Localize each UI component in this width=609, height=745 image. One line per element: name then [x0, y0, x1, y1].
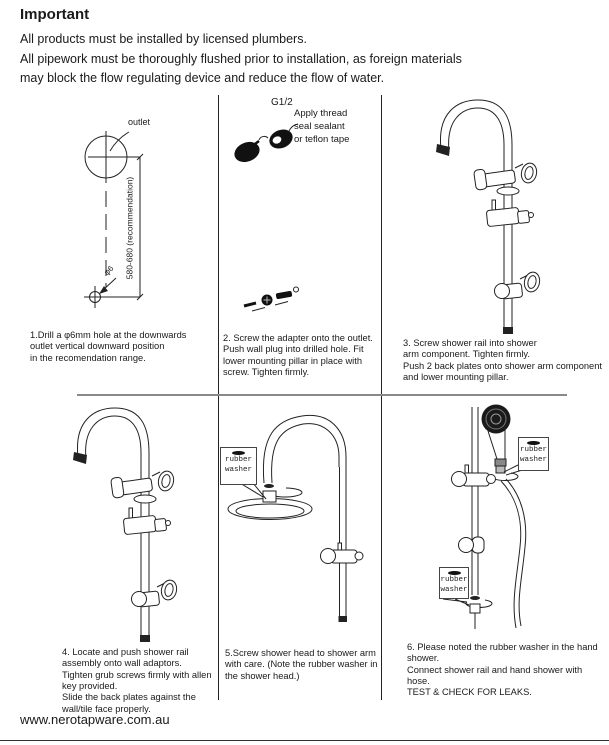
step-6-caption: 6. Please noted the rubber washer in the… — [407, 642, 598, 698]
back-plate-upper — [157, 470, 176, 493]
spout-tip — [436, 144, 450, 156]
step-1-caption: 1.Drill a φ6mm hole at the downwards out… — [30, 330, 187, 363]
washer-icon — [447, 571, 461, 575]
slider-knob — [459, 537, 485, 553]
slider-bracket — [486, 200, 533, 227]
shower-head-diagram — [218, 395, 381, 622]
grid-divider-horizontal — [77, 394, 567, 396]
rubber-washer-callout: rubber washer — [220, 447, 257, 485]
rubber-washer-callout-lower: rubber washer — [439, 567, 469, 599]
website-url: www.nerotapware.com.au — [20, 712, 170, 727]
rubber-washer-shape-lower — [470, 596, 480, 600]
step-2-caption: 2. Screw the adapter onto the outlet. Pu… — [223, 333, 373, 377]
note-leader-line — [289, 124, 298, 131]
adapter-part — [234, 141, 260, 163]
gooseneck-outer — [440, 100, 512, 149]
hose-inner — [506, 479, 526, 626]
rubber-washer-label: rubber washer — [440, 576, 468, 594]
shower-arm-component — [111, 473, 153, 498]
wall-bracket — [452, 465, 496, 487]
intro-paragraph-2: All pipework must be thoroughly flushed … — [20, 52, 462, 86]
back-plate-upper — [520, 162, 539, 185]
drill-position-diagram — [0, 95, 218, 395]
washer-icon — [527, 441, 540, 445]
gooseneck-outer — [263, 415, 346, 483]
screw-and-plug — [244, 287, 299, 311]
rail-bottom-tip — [503, 327, 513, 334]
grid-divider-vertical-left — [218, 95, 219, 700]
panel-step-4: 4. Locate and push shower rail assembly … — [0, 395, 218, 714]
rail-assembly-diagram — [73, 395, 218, 642]
lower-mounting-pillar — [495, 283, 523, 299]
rubber-washer-label: rubber washer — [519, 446, 547, 464]
hand-shower-head — [481, 404, 511, 434]
adapter-diagram — [234, 95, 381, 395]
rubber-washer-callout-upper: rubber washer — [518, 437, 549, 471]
thread-arc-icon — [259, 136, 268, 140]
arrowhead — [99, 286, 108, 294]
lower-mounting-pillar — [132, 591, 160, 607]
rubber-washer-label: rubber washer — [224, 456, 252, 474]
hand-shower-diagram — [381, 404, 609, 710]
panel-step-2: G1/2 Apply thread seal sealant or teflon… — [218, 95, 381, 395]
outlet-label: outlet — [128, 117, 151, 127]
sealant-note-label: Apply thread seal sealant or teflon tape — [294, 108, 350, 145]
page-title: Important — [20, 6, 90, 23]
panel-step-6: rubber washer rubber washer 6. Please no… — [381, 395, 609, 710]
washer-icon — [232, 451, 245, 455]
washer-swirl-lower — [466, 600, 492, 608]
head-connector-stub — [263, 491, 276, 502]
slider-bracket — [123, 508, 170, 535]
spout-tip — [73, 452, 87, 464]
step-5-caption: 5.Screw shower head to shower arm with c… — [225, 648, 378, 681]
callout-pointer-lines-lower — [443, 599, 469, 605]
hand-shower-bracket — [321, 543, 364, 564]
panel-step-3: 3. Screw shower rail into shower arm com… — [381, 95, 609, 395]
shower-arm-component — [474, 165, 516, 190]
page-bottom-rule — [0, 740, 609, 741]
intro-paragraph-1: All products must be installed by licens… — [20, 32, 307, 46]
hose-outer — [501, 481, 521, 628]
gooseneck-inner — [272, 424, 339, 483]
thread-size-label: G1/2 — [271, 97, 293, 108]
shower-rail-diagram — [436, 95, 609, 334]
lower-connector-nut — [470, 604, 480, 613]
callout-pointer-lines — [240, 483, 266, 499]
collar — [497, 187, 519, 195]
back-plate-lower — [160, 579, 179, 602]
rain-head-inner — [236, 504, 304, 518]
hand-shower-handle — [488, 429, 506, 473]
step-3-caption: 3. Screw shower rail into shower arm com… — [403, 338, 602, 382]
step-4-caption: 4. Locate and push shower rail assembly … — [62, 647, 212, 714]
rubber-washer-shape — [264, 484, 274, 488]
rail-bottom-tip — [338, 616, 347, 622]
gooseneck-inner — [449, 108, 504, 151]
panel-step-1: outlet 580-680 (recommendation) φ6 1.Dri… — [0, 95, 218, 395]
outlet-leader-line — [110, 132, 129, 151]
back-plate-lower — [523, 271, 542, 294]
panel-step-5: rubber washer 5.Screw shower head to sho… — [218, 395, 381, 710]
dimension-label: 580-680 (recommendation) — [124, 176, 135, 280]
grid-divider-vertical-right — [381, 95, 382, 700]
